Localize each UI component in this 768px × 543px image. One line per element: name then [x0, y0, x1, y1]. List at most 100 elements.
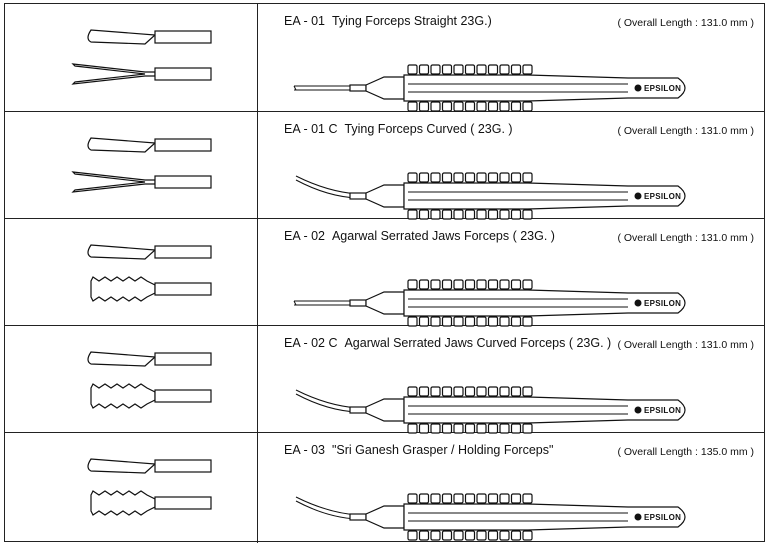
catalog-table: EA - 01 Tying Forceps Straight 23G.) ( O…	[4, 3, 765, 543]
grip-ridge	[487, 172, 499, 183]
forceps-illustration: EPSILON	[295, 493, 686, 541]
grip-ridge	[510, 172, 522, 183]
forceps-illustration: EPSILON	[293, 64, 686, 112]
grip-ridge	[464, 101, 476, 112]
grip-ridge	[453, 101, 464, 112]
overall-length: ( Overall Length : 131.0 mm )	[617, 339, 754, 351]
forceps-handle	[403, 74, 686, 102]
product-name: Tying Forceps Straight 23G.)	[331, 14, 492, 28]
forceps-illustration: EPSILON	[293, 279, 686, 327]
overall-length: ( Overall Length : 131.0 mm )	[617, 232, 754, 244]
tip-detail-group	[71, 137, 212, 193]
grip-ridge	[430, 279, 441, 290]
grip-ridge	[441, 386, 453, 397]
forceps-handle	[403, 182, 686, 210]
grip-ridge	[487, 316, 499, 327]
grip-ridge	[510, 386, 522, 397]
forceps-handle	[403, 396, 686, 424]
grip-ridge	[499, 101, 510, 112]
grip-ridge	[499, 493, 510, 504]
grip-ridge	[522, 530, 533, 541]
grip-ridge	[522, 423, 533, 434]
serrated-jaws	[90, 276, 156, 302]
forceps-tip	[295, 175, 359, 199]
product-title: EA - 02 C Agarwal Serrated Jaws Curved F…	[284, 336, 611, 350]
grip-ridge	[418, 209, 430, 220]
product-row: EA - 03 "Sri Ganesh Grasper / Holding Fo…	[5, 433, 764, 543]
tip-closed-view	[87, 244, 157, 260]
grip-ridge	[464, 530, 476, 541]
grip-ridge	[418, 316, 430, 327]
tip-shaft	[154, 389, 212, 403]
tip-detail-illustration	[87, 244, 212, 302]
grip-ridge	[430, 209, 441, 220]
grip-ridge	[464, 386, 476, 397]
forceps-group: EPSILON	[295, 172, 686, 220]
grip-ridge	[441, 530, 453, 541]
forceps-cell: EA - 02 C Agarwal Serrated Jaws Curved F…	[258, 326, 764, 434]
grip-ridge	[453, 316, 464, 327]
serrated-jaws	[90, 490, 156, 516]
handle-slot	[408, 191, 628, 201]
grip-ridge	[418, 386, 430, 397]
epsilon-logo-icon	[634, 299, 642, 307]
tip-detail-group	[87, 351, 212, 409]
grip-ridge	[407, 64, 418, 75]
grip-ridge	[453, 279, 464, 290]
forceps-shaft	[349, 299, 367, 307]
forceps-cell: EA - 02 Agarwal Serrated Jaws Forceps ( …	[258, 219, 764, 327]
grip-ridge	[464, 493, 476, 504]
grip-ridge	[418, 64, 430, 75]
grip-ridge	[441, 316, 453, 327]
grip-ridge	[407, 386, 418, 397]
overall-length: ( Overall Length : 131.0 mm )	[617, 17, 754, 29]
grip-ridge	[487, 64, 499, 75]
tip-detail-cell	[5, 112, 258, 218]
grip-ridge	[453, 386, 464, 397]
forceps-handle	[403, 503, 686, 531]
grip-ridge	[476, 493, 487, 504]
handle-slot	[408, 512, 628, 522]
grip-ridge	[487, 386, 499, 397]
epsilon-logo-icon	[634, 192, 642, 200]
grip-ridge	[407, 530, 418, 541]
tip-detail-cell	[5, 219, 258, 325]
tip-detail-cell	[5, 4, 258, 111]
grip-ridge	[407, 172, 418, 183]
tip-detail-group	[87, 458, 212, 516]
grip-ridge	[510, 423, 522, 434]
tip-shaft	[154, 352, 212, 366]
grip-ridge	[453, 530, 464, 541]
grip-ridge	[487, 423, 499, 434]
grip-ridge	[407, 493, 418, 504]
tip-shaft	[154, 175, 212, 189]
product-row: EA - 02 C Agarwal Serrated Jaws Curved F…	[5, 326, 764, 434]
forceps-cone	[365, 398, 405, 422]
grip-ridge	[487, 209, 499, 220]
forceps-group: EPSILON	[295, 493, 686, 541]
grip-ridge	[499, 530, 510, 541]
grip-ridge	[418, 423, 430, 434]
tip-shaft	[154, 67, 212, 81]
overall-length: ( Overall Length : 135.0 mm )	[617, 446, 754, 458]
grip-ridge	[418, 530, 430, 541]
epsilon-logo-icon	[634, 513, 642, 521]
grip-ridge	[441, 423, 453, 434]
epsilon-logo-icon	[634, 406, 642, 414]
grip-ridge	[487, 493, 499, 504]
grip-ridge	[510, 530, 522, 541]
tip-detail-illustration	[87, 458, 212, 516]
handle-slot	[408, 83, 628, 93]
grip-ridge	[430, 386, 441, 397]
forceps-illustration: EPSILON	[295, 172, 686, 220]
tip-detail-illustration	[71, 29, 212, 85]
brand-logo-text: EPSILON	[644, 192, 681, 201]
tip-shaft	[154, 245, 212, 259]
epsilon-logo-icon	[634, 84, 642, 92]
grip-ridge	[522, 493, 533, 504]
grip-ridge	[453, 493, 464, 504]
grip-ridge	[430, 64, 441, 75]
grip-ridge	[499, 279, 510, 290]
grip-ridge	[453, 172, 464, 183]
product-title: EA - 03 "Sri Ganesh Grasper / Holding Fo…	[284, 443, 553, 457]
